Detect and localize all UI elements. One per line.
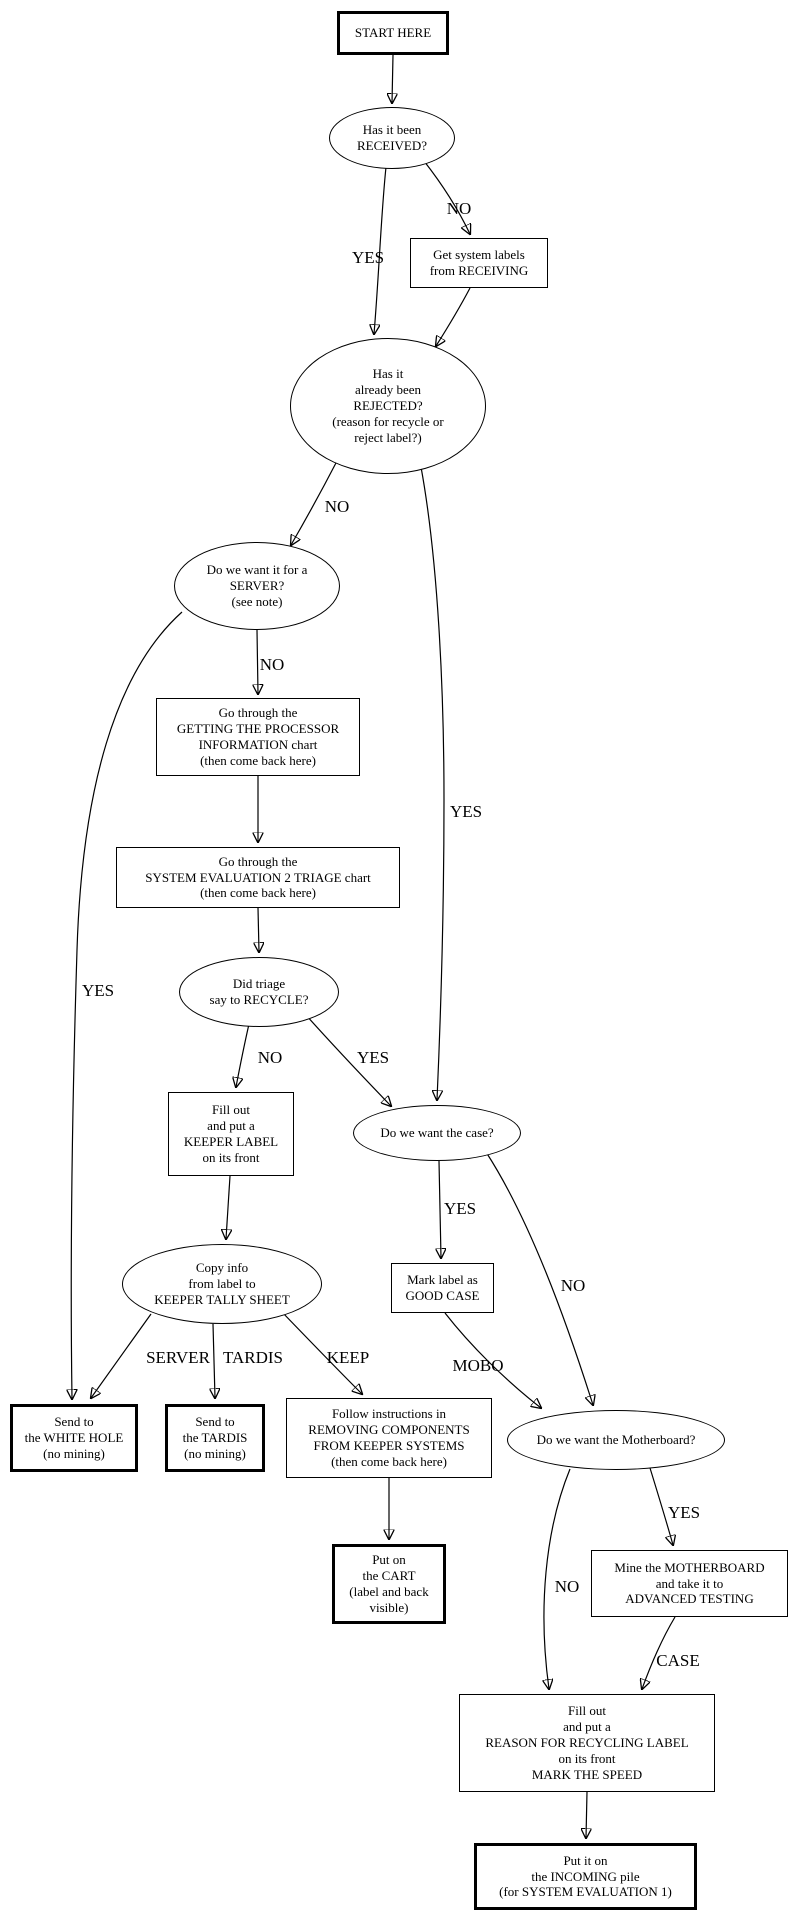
node-motherboard: Do we want the Motherboard?: [507, 1410, 725, 1470]
node-cart-label: Put on the CART (label and back visible): [349, 1552, 429, 1615]
node-received-label: Has it been RECEIVED?: [356, 122, 428, 153]
edge-motherboard-reason: [544, 1468, 571, 1689]
edge-tally-removing: [280, 1310, 362, 1394]
edge-label-tally-server: SERVER: [146, 1348, 210, 1367]
edge-label-mine-case: CASE: [656, 1651, 700, 1670]
node-tardis: Send to the TARDIS (no mining): [165, 1404, 265, 1472]
edge-label-tally-keep: KEEP: [326, 1348, 370, 1367]
node-mine-motherboard-label: Mine the MOTHERBOARD and take it to ADVA…: [614, 1559, 765, 1607]
node-received: Has it been RECEIVED?: [329, 107, 455, 169]
node-start-label: START HERE: [354, 25, 432, 41]
node-white-hole: Send to the WHITE HOLE (no mining): [10, 1404, 138, 1472]
node-server-label: Do we want it for a SERVER? (see note): [206, 562, 308, 609]
edge-start-received: [392, 54, 393, 103]
edge-label-case-no: NO: [560, 1276, 586, 1295]
node-recycle: Did triage say to RECYCLE?: [179, 957, 339, 1027]
edge-label-rejected-yes: YES: [449, 802, 483, 821]
node-tally-sheet: Copy info from label to KEEPER TALLY SHE…: [122, 1244, 322, 1324]
edge-tally-whitehole: [91, 1313, 152, 1398]
edge-rejected-server: [291, 460, 338, 545]
node-cart: Put on the CART (label and back visible): [332, 1544, 446, 1624]
node-motherboard-label: Do we want the Motherboard?: [536, 1432, 696, 1448]
edge-server-whitehole: [71, 611, 183, 1399]
edge-triage-recycle: [258, 907, 259, 952]
edge-label-case-yes: YES: [443, 1199, 477, 1218]
edge-mine-reason: [642, 1616, 676, 1689]
node-processor-chart-label: Go through the GETTING THE PROCESSOR INF…: [176, 705, 340, 768]
edge-label-goodcase-mobo: MOBO: [452, 1356, 504, 1375]
edge-getlabels-rejected: [436, 287, 471, 346]
edge-label-recycle-no: NO: [257, 1048, 283, 1067]
node-processor-chart: Go through the GETTING THE PROCESSOR INF…: [156, 698, 360, 776]
node-reason-recycling-label: Fill out and put a REASON FOR RECYCLING …: [485, 1703, 689, 1782]
node-removing-components: Follow instructions in REMOVING COMPONEN…: [286, 1398, 492, 1478]
node-case-label: Do we want the case?: [380, 1125, 494, 1141]
node-incoming-pile-label: Put it on the INCOMING pile (for SYSTEM …: [499, 1852, 672, 1900]
edge-server-processor: [257, 629, 258, 694]
node-case: Do we want the case?: [353, 1105, 521, 1161]
node-removing-components-label: Follow instructions in REMOVING COMPONEN…: [308, 1406, 470, 1469]
node-incoming-pile: Put it on the INCOMING pile (for SYSTEM …: [474, 1843, 697, 1910]
edge-reason-incoming: [586, 1791, 587, 1838]
node-get-labels-label: Get system labels from RECEIVING: [429, 247, 529, 278]
node-good-case: Mark label as GOOD CASE: [391, 1263, 494, 1313]
node-get-labels: Get system labels from RECEIVING: [410, 238, 548, 288]
edge-label-rejected-no: NO: [324, 497, 350, 516]
edge-case-goodcase: [439, 1160, 441, 1258]
edge-label-server-yes: YES: [81, 981, 115, 1000]
node-rejected-label: Has it already been REJECTED? (reason fo…: [332, 366, 444, 445]
edge-recycle-case: [304, 1013, 391, 1106]
edge-motherboard-mine: [649, 1467, 673, 1545]
edge-rejected-case: [420, 466, 445, 1100]
node-triage-chart-label: Go through the SYSTEM EVALUATION 2 TRIAG…: [145, 853, 371, 901]
node-good-case-label: Mark label as GOOD CASE: [405, 1272, 480, 1303]
node-start: START HERE: [337, 11, 449, 55]
edge-label-recycle-yes: YES: [356, 1048, 390, 1067]
node-tardis-label: Send to the TARDIS (no mining): [182, 1414, 248, 1461]
edge-label-received-no: NO: [446, 199, 472, 218]
edge-label-motherboard-yes: YES: [667, 1503, 701, 1522]
edge-received-rejected: [374, 166, 387, 334]
node-server: Do we want it for a SERVER? (see note): [174, 542, 340, 630]
edge-label-server-no: NO: [259, 655, 285, 674]
edge-tally-tardis: [213, 1323, 215, 1398]
node-white-hole-label: Send to the WHITE HOLE (no mining): [24, 1414, 124, 1461]
node-reason-recycling: Fill out and put a REASON FOR RECYCLING …: [459, 1694, 715, 1792]
node-keeper-label-label: Fill out and put a KEEPER LABEL on its f…: [183, 1102, 279, 1165]
node-triage-chart: Go through the SYSTEM EVALUATION 2 TRIAG…: [116, 847, 400, 908]
edge-label-received-yes: YES: [351, 248, 385, 267]
edge-received-getlabels: [423, 160, 470, 234]
edge-recycle-keeper: [236, 1023, 250, 1087]
edge-goodcase-motherboard: [444, 1312, 541, 1408]
node-recycle-label: Did triage say to RECYCLE?: [209, 976, 309, 1007]
node-keeper-label: Fill out and put a KEEPER LABEL on its f…: [168, 1092, 294, 1176]
edge-case-motherboard: [485, 1151, 593, 1405]
edge-label-tally-tardis: TARDIS: [222, 1348, 284, 1367]
node-mine-motherboard: Mine the MOTHERBOARD and take it to ADVA…: [591, 1550, 788, 1617]
edge-keeper-tally: [226, 1175, 230, 1239]
node-rejected: Has it already been REJECTED? (reason fo…: [290, 338, 486, 474]
node-tally-sheet-label: Copy info from label to KEEPER TALLY SHE…: [154, 1260, 290, 1307]
edge-label-motherboard-no: NO: [554, 1577, 580, 1596]
